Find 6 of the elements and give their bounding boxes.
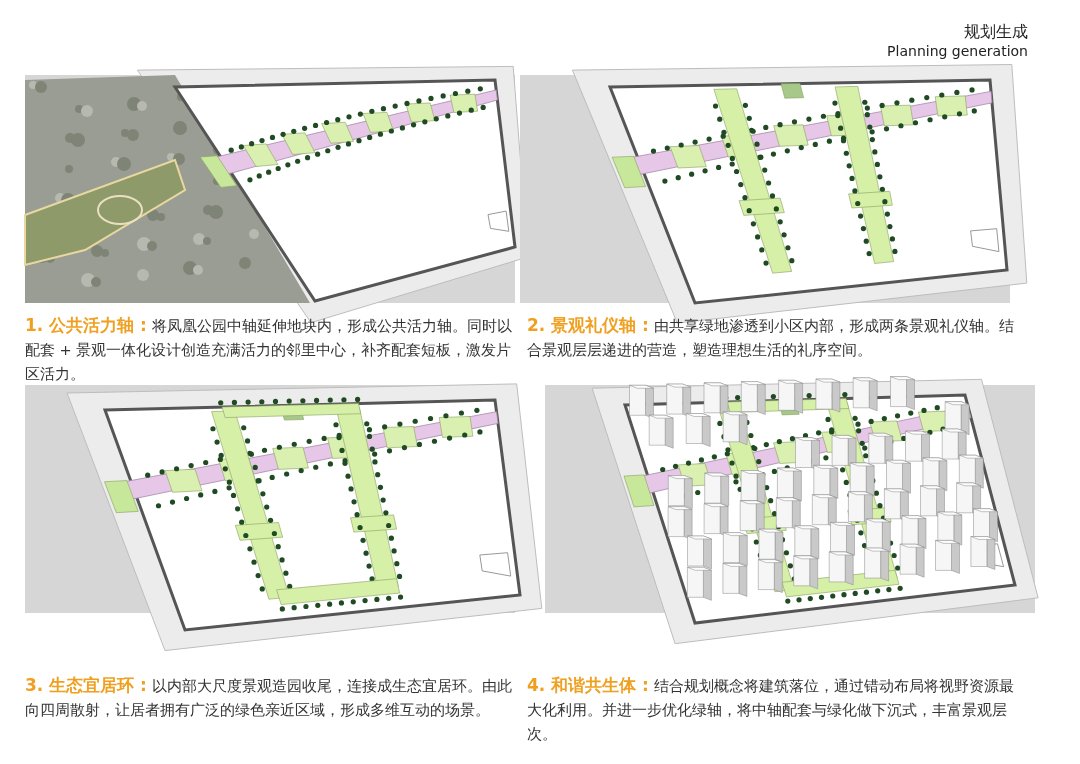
page-subtitle: Planning generation <box>887 43 1028 59</box>
page-title: 规划生成 <box>964 22 1028 43</box>
caption-paragraph: 2. 景观礼仪轴 : 由共享绿地渗透到小区内部，形成两条景观礼仪轴。结合景观层层递进的营造，塑造理想生活的礼序空间。 <box>527 314 1015 360</box>
caption-paragraph: 4. 和谐共生体 : 结合规划概念将建筑落位，通过错动布局将视野资源最大化利用。并进一步优化绿轴，将中轴配套与绿化做下沉式，丰富景观层次。 <box>527 674 1015 744</box>
caption-paragraph: 1. 公共活力轴 : 将凤凰公园中轴延伸地块内，形成公共活力轴。同时以配套 + 景观一体化设计创造充满活力的邻里中心，补齐配套短板，激发片区活力。 <box>25 314 513 384</box>
caption-paragraph: 3. 生态宜居环 : 以内部大尺度景观造园收尾，连接成生态宜居环。由此向四周散射，让居者拥有广泛的绿色亲近区域，形成多维互动的场景。 <box>25 674 513 720</box>
